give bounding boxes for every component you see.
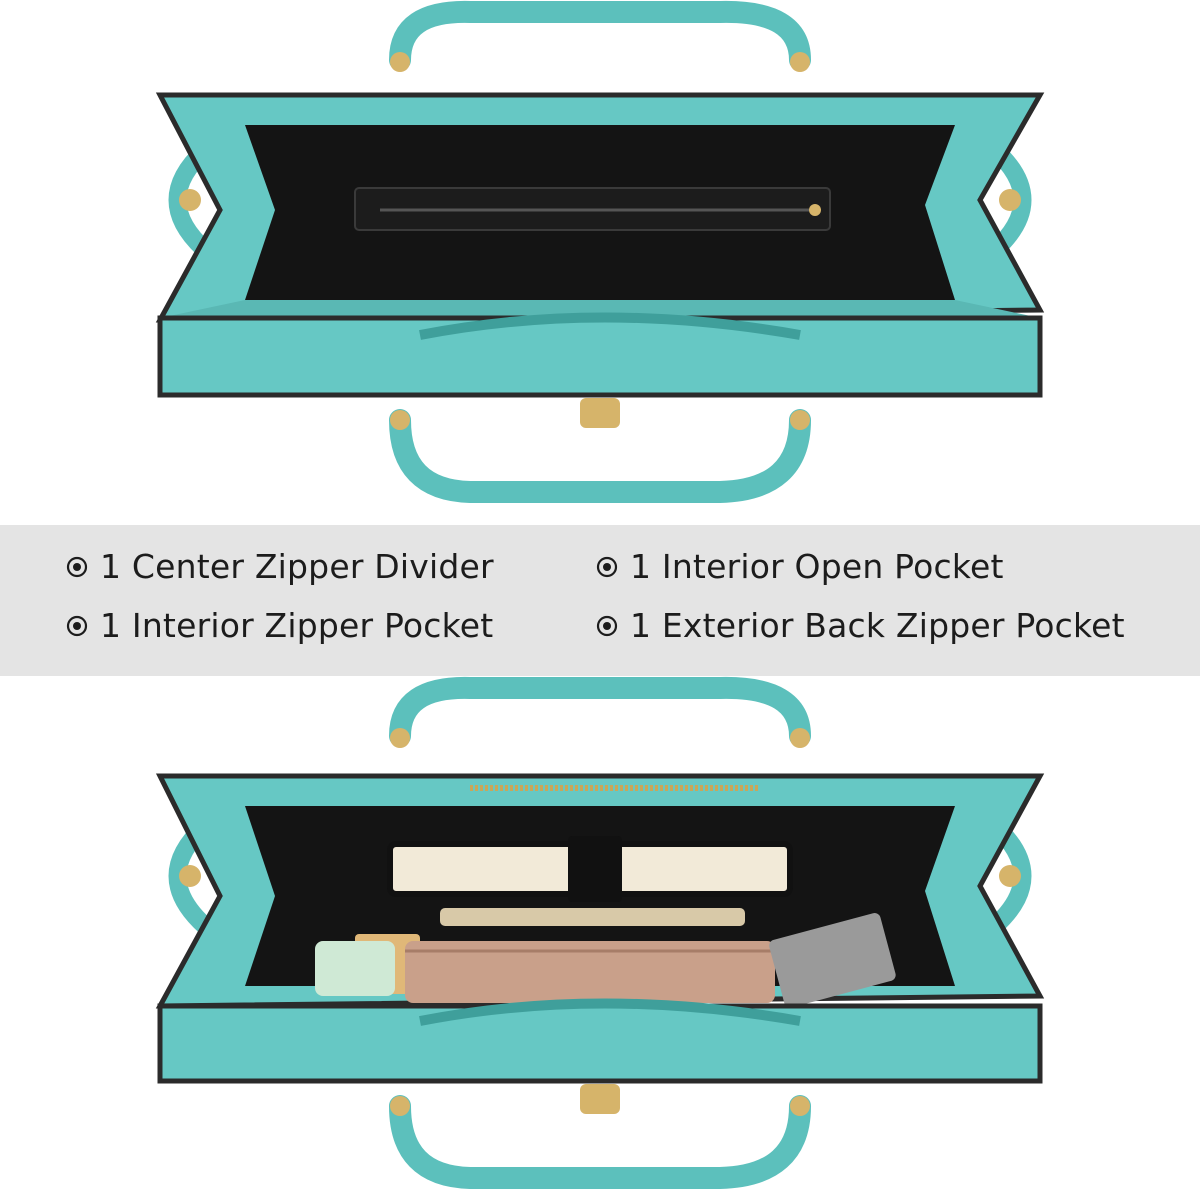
radio-bullet-icon [596,556,618,577]
feature-label: 1 Center Zipper Divider [100,547,494,586]
feature-item: 1 Center Zipper Divider [66,547,494,586]
feature-label: 1 Exterior Back Zipper Pocket [630,606,1125,645]
radio-bullet-icon [596,615,618,636]
radio-bullet-icon [66,556,88,577]
bag-interior-empty-photo [0,0,1200,525]
feature-item: 1 Exterior Back Zipper Pocket [596,606,1125,645]
feature-item: 1 Interior Open Pocket [596,547,1004,586]
radio-bullet-icon [66,615,88,636]
feature-label: 1 Interior Open Pocket [630,547,1004,586]
feature-item: 1 Interior Zipper Pocket [66,606,493,645]
feature-band [0,525,1200,676]
top-handles [389,0,811,503]
bag-interior-filled-photo [0,676,1200,1200]
feature-label: 1 Interior Zipper Pocket [100,606,494,645]
